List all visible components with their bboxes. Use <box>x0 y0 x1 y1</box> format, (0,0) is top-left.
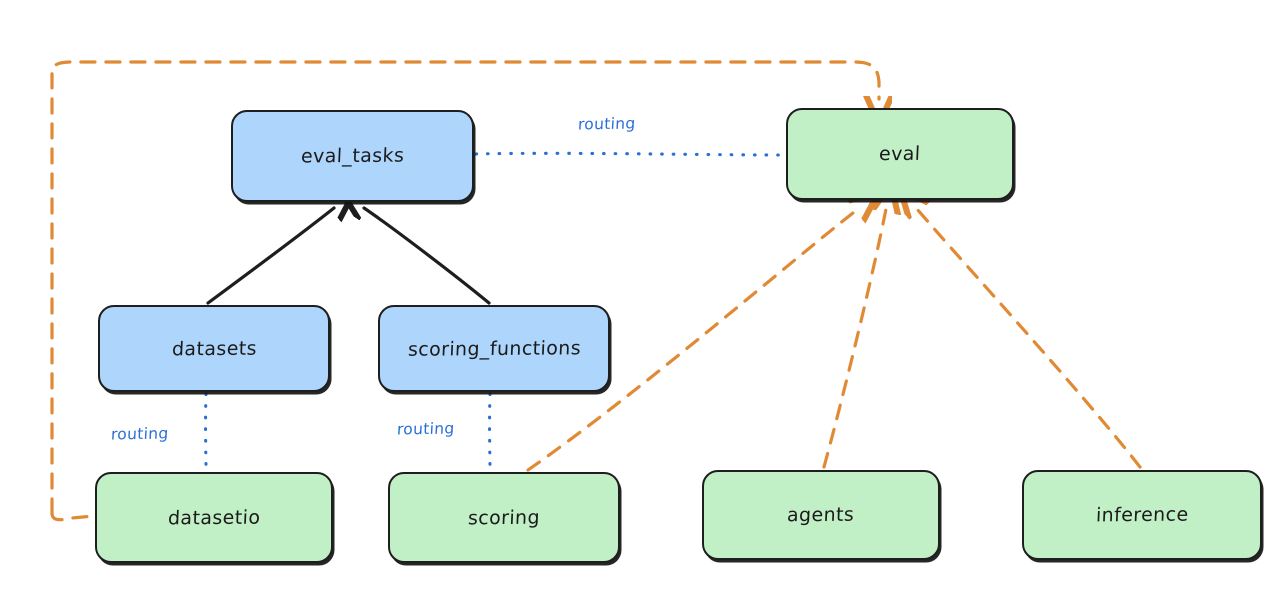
node-agents[interactable]: agents <box>702 470 940 560</box>
node-scoring-functions[interactable]: scoring_functions <box>378 305 610 392</box>
node-datasetio[interactable]: datasetio <box>95 472 333 563</box>
edge-inference-to-eval <box>917 209 1142 469</box>
node-label: eval_tasks <box>300 144 405 168</box>
edge-routing-eval_tasks-eval <box>474 151 786 157</box>
edge-datasets-to-eval_tasks <box>206 208 334 305</box>
node-label: datasetio <box>167 506 261 529</box>
node-label: inference <box>1095 503 1189 527</box>
node-label: scoring_functions <box>406 336 582 361</box>
node-label: datasets <box>171 337 257 360</box>
node-label: scoring <box>467 506 541 529</box>
edge-label-routing-scoring-functions-scoring: routing <box>396 419 456 439</box>
node-eval-tasks[interactable]: eval_tasks <box>231 110 474 202</box>
edge-label-routing-eval-tasks-eval: routing <box>577 114 637 134</box>
node-scoring[interactable]: scoring <box>388 472 620 563</box>
node-label: eval <box>878 142 922 166</box>
edge-scoring_functions-to-eval_tasks <box>364 208 491 305</box>
node-datasets[interactable]: datasets <box>98 305 330 392</box>
node-label: agents <box>786 503 856 527</box>
edge-agents-to-eval <box>822 209 886 469</box>
edge-label-routing-datasets-datasetio: routing <box>110 424 170 444</box>
node-eval[interactable]: eval <box>786 108 1014 200</box>
node-inference[interactable]: inference <box>1022 470 1262 560</box>
